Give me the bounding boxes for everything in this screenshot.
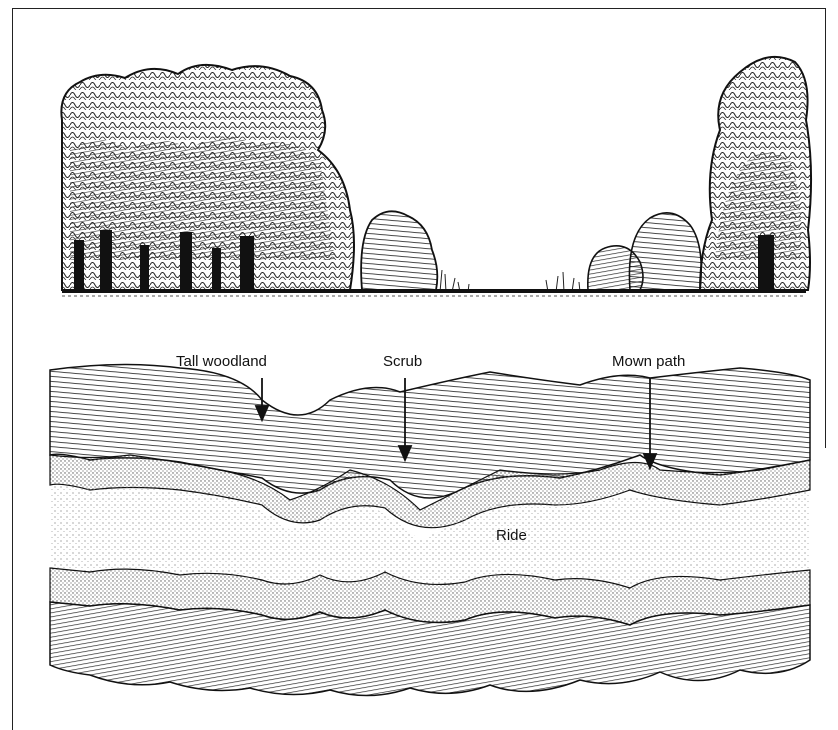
label-scrub: Scrub [383,353,422,370]
plan-view [50,364,810,695]
ground-line [62,289,806,293]
right-tree-trunk [758,235,774,291]
left-scrub [361,211,437,290]
label-ride: Ride [496,527,527,544]
label-tall-woodland: Tall woodland [176,353,267,370]
right-scrub-mid [629,213,701,290]
grass-tufts [440,270,580,292]
label-mown-path: Mown path [612,353,685,370]
section-view [61,57,811,296]
